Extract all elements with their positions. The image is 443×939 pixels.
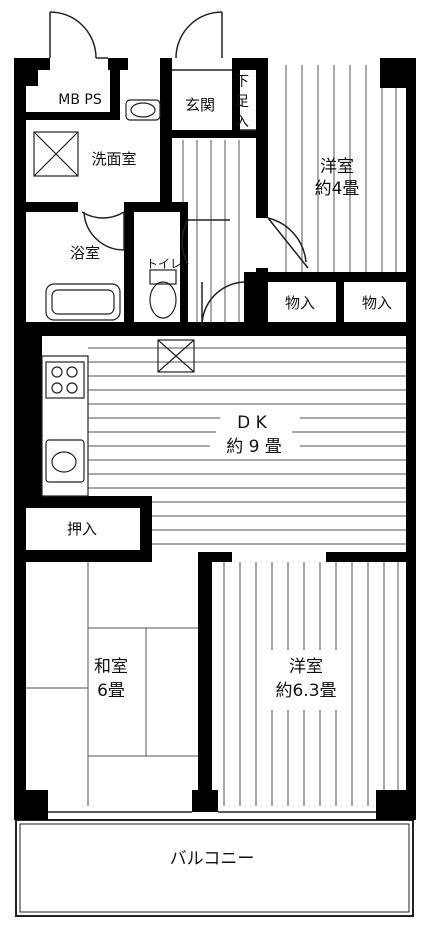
label-genkan: 玄関 [185, 96, 215, 114]
fixtures [33, 99, 195, 497]
label-washitsu-size: 6畳 [97, 681, 125, 701]
youshitsu-north-flooring [285, 65, 397, 272]
label-yokushitsu: 浴室 [70, 244, 100, 262]
label-youshitsu-south-size: 約6.3畳 [275, 681, 336, 701]
dk-flooring [88, 347, 406, 545]
label-monoire-1: 物入 [285, 294, 315, 312]
label-youshitsu-south: 洋室 [289, 657, 323, 677]
balcony-rail [19, 823, 410, 913]
label-oshiire: 押入 [67, 520, 97, 538]
label-toilet: トイレ [146, 257, 182, 271]
tatami-mats [24, 562, 198, 806]
balcony-outline [15, 819, 414, 917]
youshitsu-south-flooring [223, 562, 399, 806]
label-dk: D K [237, 413, 267, 433]
label-youshitsu-north-size: 約4畳 [315, 179, 360, 199]
label-getabako-3: 入 [235, 114, 249, 130]
label-senmenshitsu: 洗面室 [91, 150, 136, 168]
walls [14, 58, 416, 820]
label-monoire-2: 物入 [362, 294, 392, 312]
doors [48, 11, 376, 813]
label-mb-ps: MB PS [58, 92, 102, 108]
label-getabako-2: 足 [235, 94, 249, 110]
label-dk-size: 約 9 畳 [226, 437, 282, 457]
label-youshitsu-north: 洋室 [320, 157, 354, 177]
label-getabako-1: 下 [235, 74, 249, 90]
label-balcony: バルコニー [170, 849, 255, 869]
corridor-flooring [182, 140, 240, 325]
label-washitsu: 和室 [94, 657, 128, 677]
